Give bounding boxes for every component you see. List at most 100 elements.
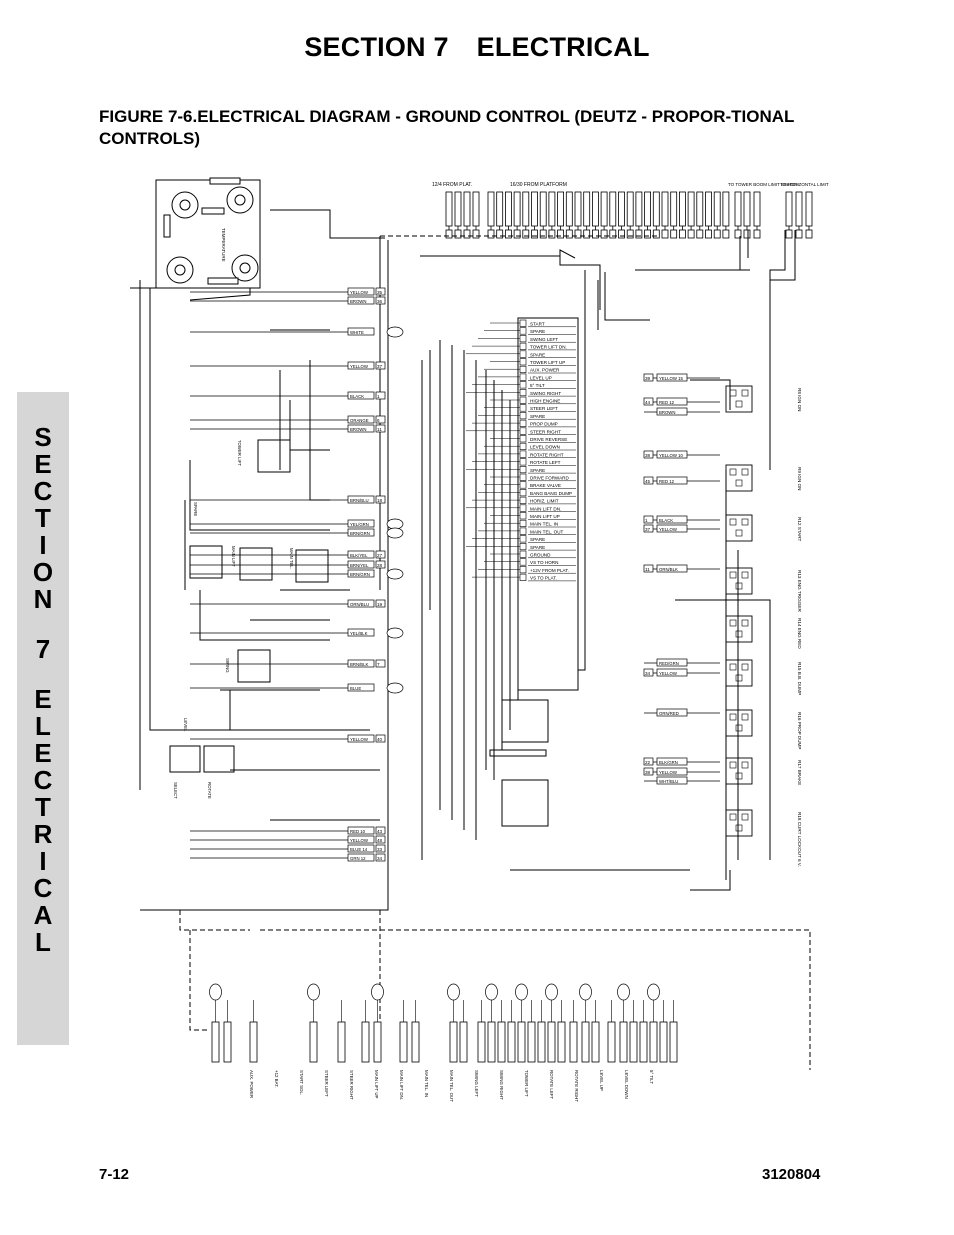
side-tab-letter: A <box>33 900 53 930</box>
bottom-label: ROTATE LEFT <box>549 1070 554 1099</box>
left-wire-color: BRN/GRN <box>350 531 370 536</box>
right-wire-color: BROWN <box>659 410 675 415</box>
bottom-label: SWING RIGHT <box>499 1070 504 1100</box>
bottom-label: SWING LEFT <box>474 1070 479 1097</box>
terminal-label: SWING RIGHT <box>530 391 561 396</box>
inline-label: MAIN TEL. <box>289 548 294 569</box>
relay-label: R12 START <box>797 517 802 542</box>
bottom-label: MAIN TEL. IN <box>424 1070 429 1097</box>
bottom-label: STEER RIGHT <box>349 1070 354 1100</box>
left-wire-number: 7 <box>377 662 380 667</box>
left-wire-number: 27 <box>377 553 383 558</box>
terminal-label: DRIVE REVERSE <box>530 437 567 442</box>
inline-label: ROTATE <box>207 782 212 799</box>
side-tab-letter: C <box>33 765 53 795</box>
section-name: ELECTRICAL <box>476 32 650 62</box>
side-tab-letter: L <box>35 711 51 741</box>
bottom-label: START SOL. <box>299 1070 304 1095</box>
side-tab-letter: N <box>33 584 53 614</box>
right-wire-number: 34 <box>645 671 651 676</box>
top-label-plat-12-4: 12/4 FROM PLAT. <box>432 182 472 188</box>
side-tab-letter: E <box>34 684 52 714</box>
bottom-label: LEVEL UP <box>599 1070 604 1091</box>
left-wire-number: 19 <box>377 602 383 607</box>
left-wire-number: 48 <box>377 838 383 843</box>
right-wire-color: BLK/GRN <box>659 760 678 765</box>
left-wire-color: GRN 12 <box>350 856 366 861</box>
relay-label: R18 CURT LOCKOUT 6 V. <box>797 812 802 867</box>
terminal-label: LEVEL UP <box>530 375 552 380</box>
relay-label: R14 ENG RED <box>797 618 802 649</box>
right-wire-number: 39 <box>645 376 651 381</box>
terminal-label: SPARE <box>530 329 545 334</box>
inline-label: LEVEL <box>183 718 188 732</box>
relay-label: R17 BRAKE <box>797 760 802 785</box>
right-wire-color: YELLOW <box>659 527 678 532</box>
right-wire-color: RED 12 <box>659 479 675 484</box>
bottom-label: MAIN LIFT DN. <box>399 1070 404 1100</box>
side-tab-letter: O <box>32 557 54 587</box>
bottom-label: AUX. POWER <box>249 1070 254 1098</box>
left-wire-color: YELLOW <box>350 737 369 742</box>
terminal-label: PROP DUMP <box>530 422 558 427</box>
left-wire-color: BRN/BLU <box>350 498 369 503</box>
terminal-label: VS TO HORN <box>530 560 558 565</box>
left-wire-color: YELLOW <box>350 364 369 369</box>
left-wire-number: 28 <box>377 563 383 568</box>
left-wire-color: ORN/BLU <box>350 602 369 607</box>
terminal-label: ROTATE RIGHT <box>530 452 564 457</box>
left-wire-color: BRN/GRN <box>350 572 370 577</box>
inline-label: SELECT <box>173 782 178 799</box>
top-label-tower-boom: TO TOWER BOOM LIMIT SWITCH <box>728 182 799 187</box>
side-tab-letter: C <box>33 873 53 903</box>
bottom-label: TOWER LIFT <box>524 1070 529 1097</box>
figure-title: FIGURE 7-6.ELECTRICAL DIAGRAM - GROUND C… <box>99 107 795 148</box>
left-wire-number: 35 <box>377 290 383 295</box>
bottom-label: ROTATE RIGHT <box>574 1070 579 1102</box>
side-tab-letter: C <box>33 476 53 506</box>
left-wire-number: 37 <box>377 364 383 369</box>
right-wire-number: 37 <box>645 527 651 532</box>
left-wire-color: WHITE <box>350 330 364 335</box>
temperature-label: TEMPERATURE <box>221 228 226 262</box>
left-wire-color: BLUE 14 <box>350 847 368 852</box>
terminal-label: MAIN TEL. OUT <box>530 529 564 534</box>
side-tab-letter: I <box>39 530 47 560</box>
right-wire-number: 45 <box>645 479 651 484</box>
terminal-label: BRAKE VALVE <box>530 483 561 488</box>
terminal-label: HIGH ENGINE <box>530 399 560 404</box>
left-wire-color: YELLOW <box>350 290 369 295</box>
inline-label: MAIN LIFT <box>231 546 236 567</box>
terminal-label: BANG BANG DUMP <box>530 491 572 496</box>
right-wire-color: RED/GRN <box>659 661 679 666</box>
right-wire-number: 22 <box>645 760 651 765</box>
bottom-label: +12 BAT. <box>274 1070 279 1088</box>
side-tab-letter: E <box>34 738 52 768</box>
side-tab-letter <box>17 613 69 636</box>
electrical-diagram: 12/4 FROM PLAT. 16/30 FROM PLATFORM TO TOW… <box>130 177 830 1102</box>
left-wire-color: BROWN <box>350 299 366 304</box>
terminal-label: SPARE <box>530 537 545 542</box>
relay-label: R15 B.B. DUMP <box>797 662 802 695</box>
page-number: 7-12 <box>99 1166 130 1183</box>
left-wire-color: BLUE <box>350 686 361 691</box>
terminal-label: MAIN TEL. IN <box>530 522 558 527</box>
right-wire-color: RED 12 <box>659 400 675 405</box>
left-wire-color: BLK/YEL <box>350 553 368 558</box>
left-wire-color: BRN/YEL <box>350 563 369 568</box>
right-wire-color: YELLOW <box>659 671 678 676</box>
terminal-label: +12V FROM PLAT. <box>530 568 569 573</box>
right-wire-number: 11 <box>645 567 650 572</box>
left-wire-number: 18 <box>377 498 383 503</box>
terminal-label: SPARE <box>530 352 545 357</box>
right-wire-color: ORN/BLK <box>659 567 678 572</box>
terminal-label: ROTATE LEFT <box>530 460 561 465</box>
relay-label: R9 IGN ON <box>797 467 802 490</box>
side-tab-letter: T <box>35 503 51 533</box>
terminal-label: MAIN LIFT UP <box>530 514 560 519</box>
relay-label: R8 IGN ON <box>797 388 802 411</box>
document-number: 3120804 <box>762 1166 821 1183</box>
left-wire-number: 43 <box>377 829 383 834</box>
top-label-plat-16-30: 16/30 FROM PLATFORM <box>510 182 567 188</box>
right-wire-number: 38 <box>645 453 651 458</box>
